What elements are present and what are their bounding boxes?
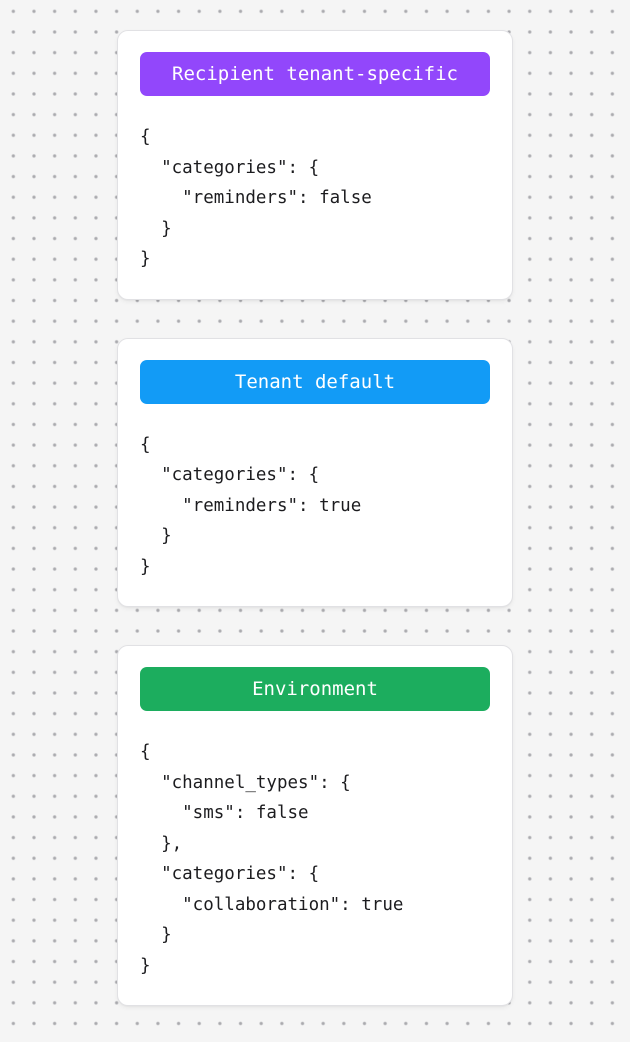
json-code-recipient-tenant-specific: { "categories": { "reminders": false } } (140, 127, 372, 269)
card-recipient-tenant-specific: Recipient tenant-specific { "categories"… (117, 30, 513, 300)
card-environment: Environment { "channel_types": { "sms": … (117, 645, 513, 1006)
card-tenant-default: Tenant default { "categories": { "remind… (117, 337, 513, 607)
badge-tenant-default: Tenant default (140, 359, 490, 404)
preference-cards-stack: Recipient tenant-specific { "categories"… (117, 0, 513, 1006)
badge-recipient-tenant-specific: Recipient tenant-specific (140, 52, 490, 96)
json-code-tenant-default: { "categories": { "reminders": true } } (140, 434, 362, 577)
badge-environment: Environment (140, 667, 490, 711)
json-code-environment: { "channel_types": { "sms": false }, "ca… (140, 742, 404, 976)
